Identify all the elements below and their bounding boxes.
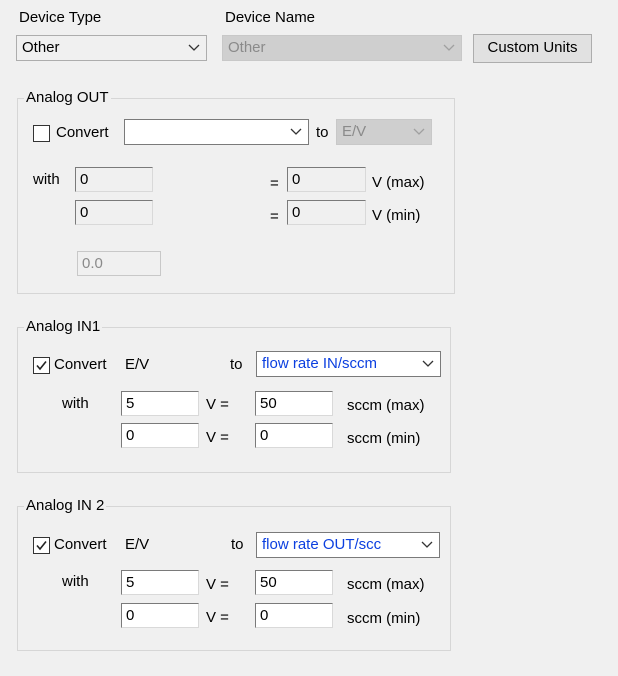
device-name-value: Other	[228, 39, 266, 56]
analog-out-output-max-value: 0	[292, 171, 301, 188]
analog-in2-v-max-input[interactable]: 5	[121, 570, 199, 595]
chevron-down-icon	[413, 128, 425, 135]
analog-out-output-min[interactable]: 0	[287, 200, 366, 225]
analog-in1-to-label: to	[230, 356, 243, 373]
analog-in2-source-unit: E/V	[125, 536, 150, 553]
chevron-down-icon	[290, 128, 302, 135]
analog-in1-v-eq-min: V =	[206, 429, 229, 446]
analog-in1-convert-label: Convert	[54, 356, 107, 373]
analog-in2-v-eq-max: V =	[206, 576, 229, 593]
analog-out-eq-max: =	[270, 175, 279, 192]
analog-in1-out-max-input[interactable]: 50	[255, 391, 333, 416]
analog-in2-title: Analog IN 2	[24, 497, 107, 515]
analog-in2-convert-checkbox[interactable]	[33, 537, 50, 554]
chevron-down-icon	[443, 44, 455, 51]
analog-in1-source-unit: E/V	[125, 356, 150, 373]
checkmark-icon	[36, 361, 47, 371]
analog-in2-out-min-input[interactable]: 0	[255, 603, 333, 628]
analog-in1-out-min-value: 0	[260, 427, 269, 444]
analog-in2-out-max-value: 50	[260, 574, 277, 591]
analog-out-input-min[interactable]: 0	[75, 200, 153, 225]
analog-in1-out-max-value: 50	[260, 395, 277, 412]
analog-in2-v-eq-min: V =	[206, 609, 229, 626]
analog-out-unit-min: V (min)	[372, 207, 421, 224]
analog-out-title: Analog OUT	[24, 89, 111, 107]
analog-out-to-value: E/V	[342, 123, 367, 140]
analog-in1-group: Analog IN1	[17, 318, 451, 473]
analog-in2-out-max-input[interactable]: 50	[255, 570, 333, 595]
analog-in2-unit-min: sccm (min)	[347, 610, 421, 627]
analog-in2-to-value: flow rate OUT/scc	[262, 536, 382, 553]
device-type-value: Other	[22, 39, 60, 56]
analog-in2-to-label: to	[231, 536, 244, 553]
analog-in1-to-value: flow rate IN/sccm	[262, 355, 378, 372]
analog-out-unit-max: V (max)	[372, 174, 425, 191]
analog-in1-unit-min: sccm (min)	[347, 430, 421, 447]
analog-out-with-label: with	[33, 171, 60, 188]
chevron-down-icon	[422, 360, 434, 367]
device-type-select[interactable]: Other	[16, 35, 207, 61]
chevron-down-icon	[421, 541, 433, 548]
analog-in2-v-min-value: 0	[126, 607, 135, 624]
analog-out-convert-select[interactable]	[124, 119, 309, 145]
analog-in1-out-min-input[interactable]: 0	[255, 423, 333, 448]
analog-in1-v-max-input[interactable]: 5	[121, 391, 199, 416]
analog-in1-unit-max: sccm (max)	[347, 397, 425, 414]
analog-in1-v-min-value: 0	[126, 427, 135, 444]
analog-out-input-max[interactable]: 0	[75, 167, 153, 192]
analog-in2-to-select[interactable]: flow rate OUT/scc	[256, 532, 440, 558]
analog-out-output-min-value: 0	[292, 204, 301, 221]
analog-out-to-label: to	[316, 124, 329, 141]
analog-out-to-select[interactable]: E/V	[336, 119, 432, 145]
device-type-label: Device Type	[19, 9, 102, 26]
analog-in1-with-label: with	[62, 395, 89, 412]
analog-out-output-max[interactable]: 0	[287, 167, 366, 192]
checkmark-icon	[36, 541, 47, 551]
analog-in1-v-max-value: 5	[126, 395, 135, 412]
chevron-down-icon	[188, 44, 200, 51]
analog-in2-v-min-input[interactable]: 0	[121, 603, 199, 628]
analog-in1-convert-checkbox[interactable]	[33, 357, 50, 374]
analog-in2-convert-label: Convert	[54, 536, 107, 553]
analog-in1-v-min-input[interactable]: 0	[121, 423, 199, 448]
analog-in2-with-label: with	[62, 573, 89, 590]
custom-units-button[interactable]: Custom Units	[473, 34, 592, 63]
analog-out-extra-value: 0.0	[82, 255, 103, 272]
analog-out-extra-field[interactable]: 0.0	[77, 251, 161, 276]
analog-out-group: Analog OUT	[17, 89, 455, 294]
analog-out-convert-checkbox[interactable]	[33, 125, 50, 142]
analog-out-convert-label: Convert	[56, 124, 109, 141]
analog-out-input-min-value: 0	[80, 204, 89, 221]
device-name-label: Device Name	[225, 9, 316, 26]
device-name-select[interactable]: Other	[222, 35, 462, 61]
analog-in2-v-max-value: 5	[126, 574, 135, 591]
analog-in1-to-select[interactable]: flow rate IN/sccm	[256, 351, 441, 377]
analog-in2-unit-max: sccm (max)	[347, 576, 425, 593]
analog-in2-group: Analog IN 2	[17, 497, 451, 651]
analog-in1-v-eq-max: V =	[206, 396, 229, 413]
analog-out-input-max-value: 0	[80, 171, 89, 188]
analog-in1-title: Analog IN1	[24, 318, 103, 336]
analog-in2-out-min-value: 0	[260, 607, 269, 624]
analog-out-eq-min: =	[270, 208, 279, 225]
